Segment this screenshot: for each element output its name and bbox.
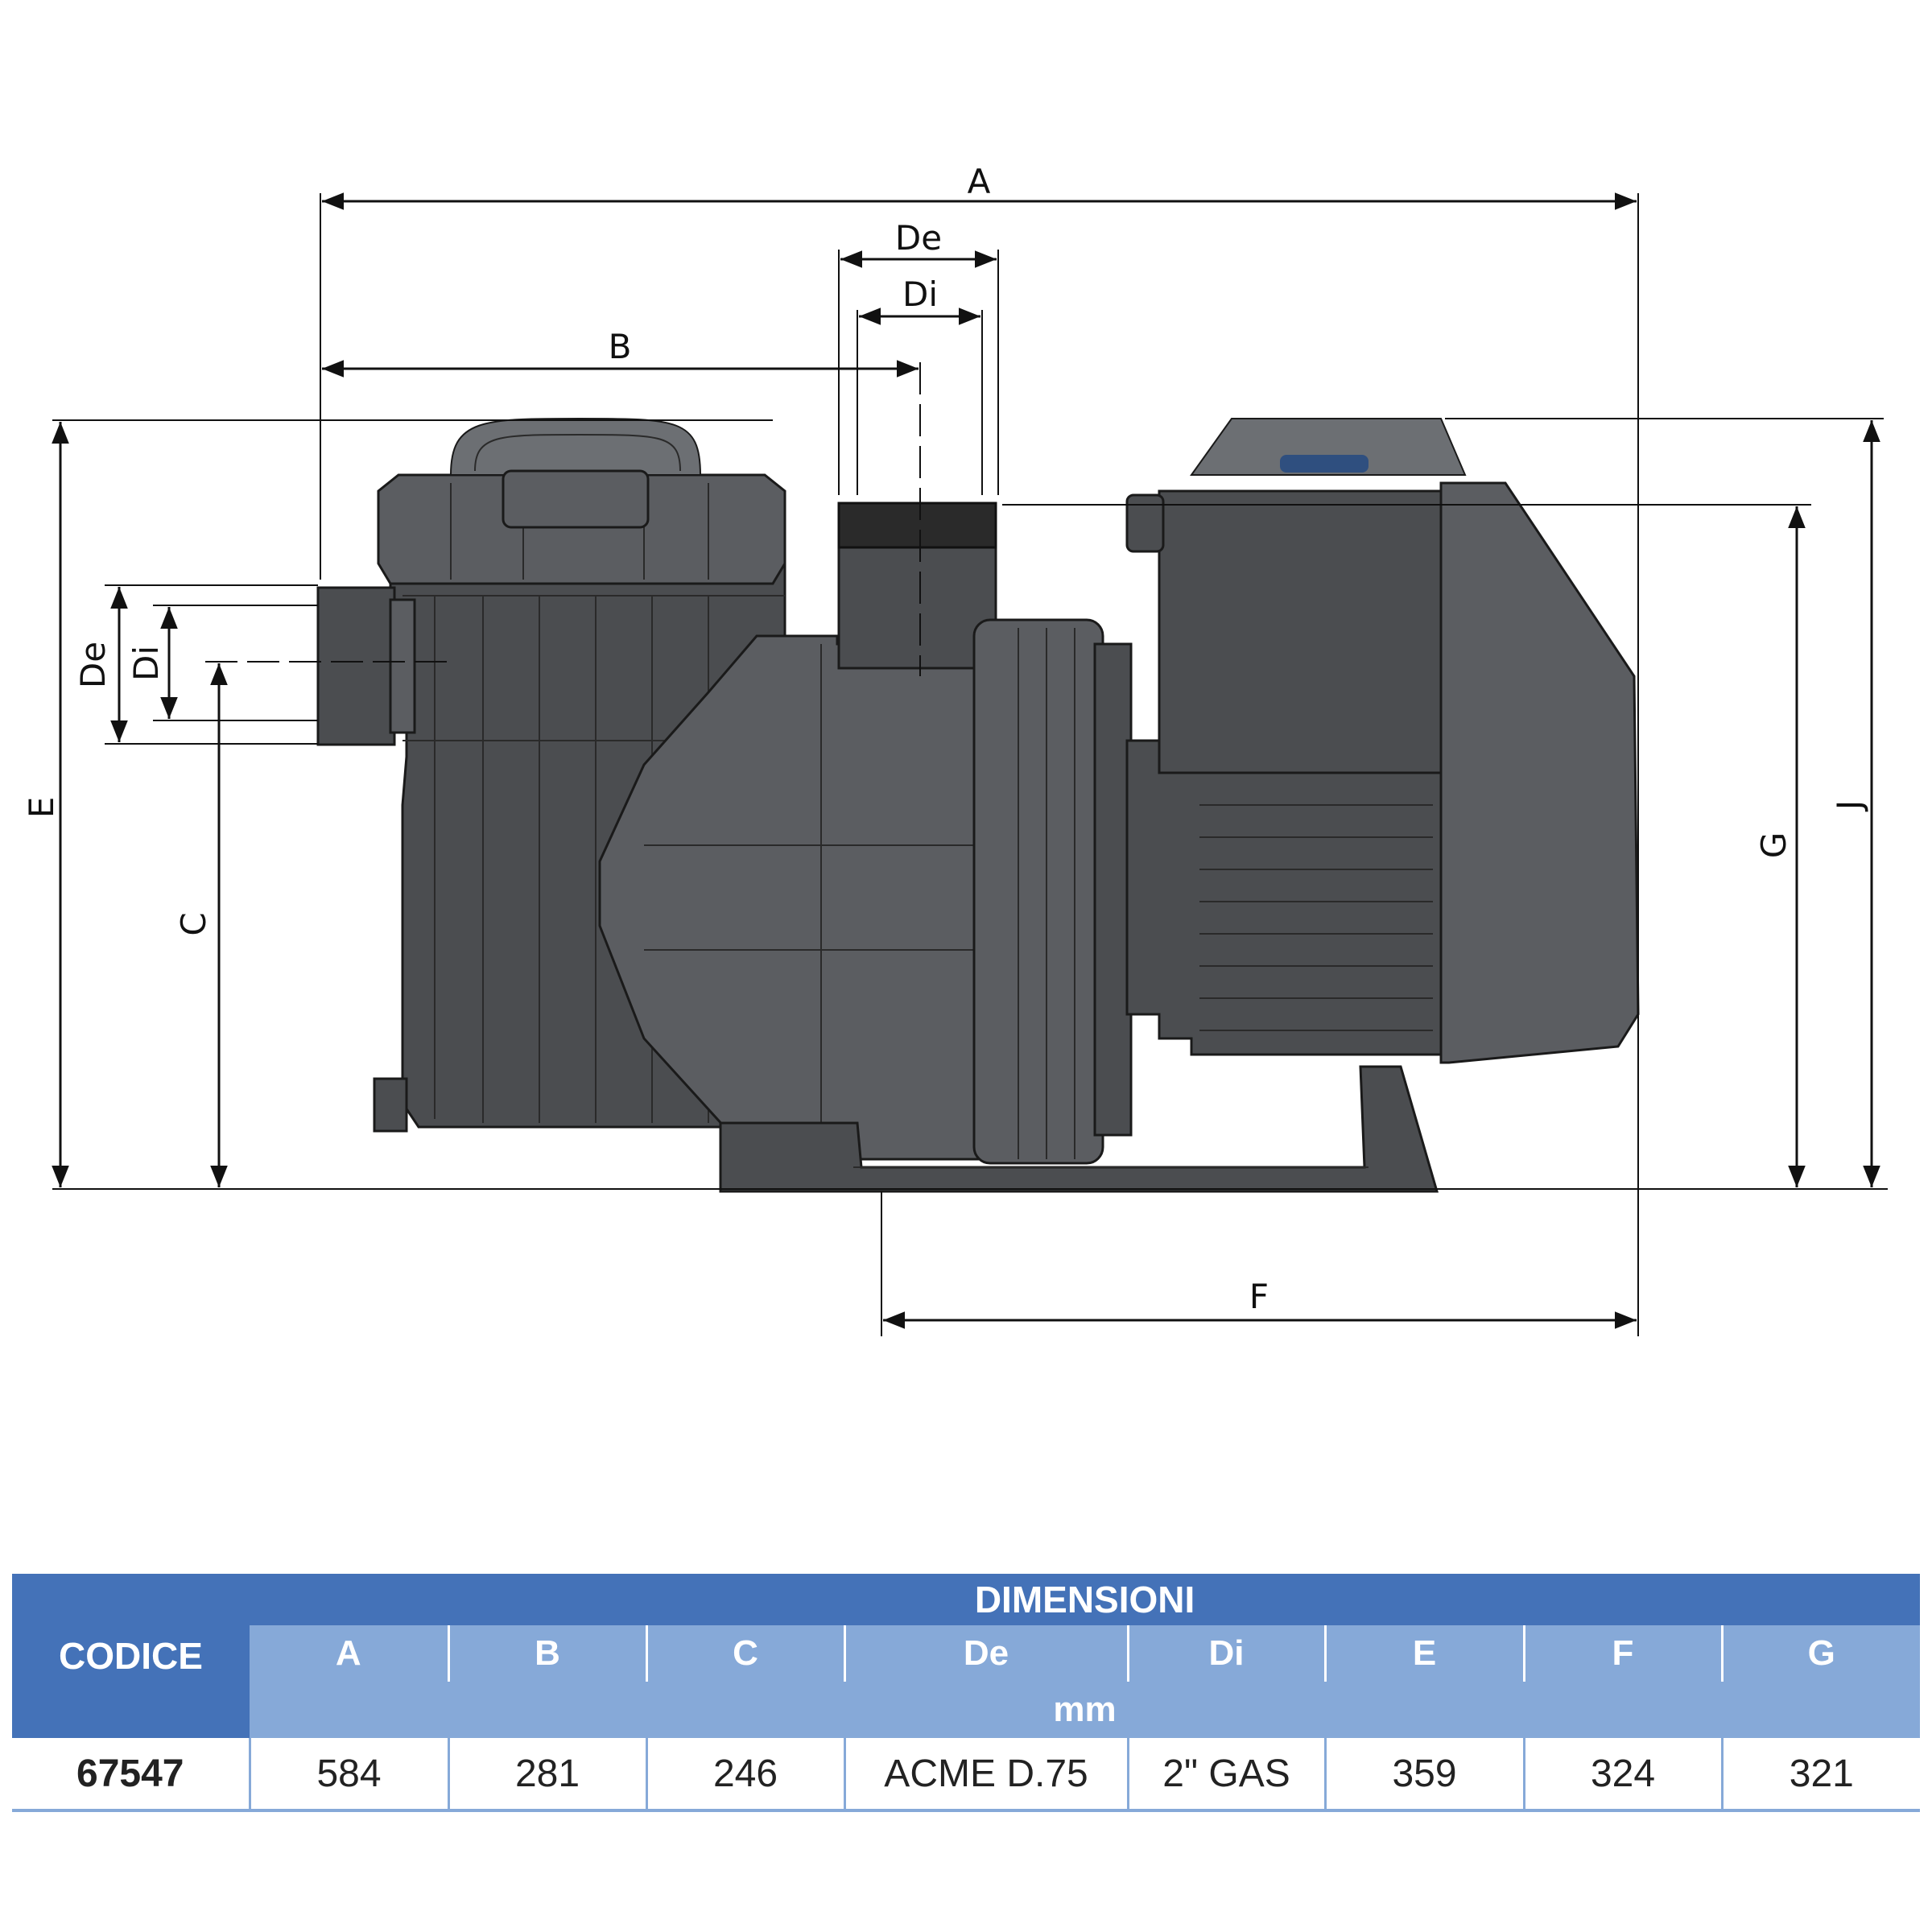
value-a: 584 bbox=[250, 1738, 450, 1809]
column-header-g: G bbox=[1722, 1625, 1921, 1682]
value-f: 324 bbox=[1524, 1738, 1724, 1809]
column-header-c: C bbox=[646, 1625, 846, 1682]
column-header-di: Di bbox=[1128, 1625, 1327, 1682]
label-f: F bbox=[1249, 1277, 1269, 1316]
value-di: 2" GAS bbox=[1128, 1738, 1327, 1809]
table-row: 67547 584 281 246 ACME D.75 2" GAS 359 3… bbox=[12, 1738, 1920, 1809]
label-j: J bbox=[1830, 800, 1869, 812]
column-header-f: F bbox=[1524, 1625, 1724, 1682]
unit-label: mm bbox=[250, 1682, 1921, 1738]
label-di-top: Di bbox=[902, 275, 938, 314]
label-c: C bbox=[174, 912, 213, 935]
value-c: 246 bbox=[646, 1738, 846, 1809]
label-g: G bbox=[1754, 832, 1794, 859]
label-de-side: De bbox=[73, 642, 113, 688]
column-header-de: De bbox=[844, 1625, 1129, 1682]
label-de-top: De bbox=[895, 218, 942, 258]
value-e: 359 bbox=[1325, 1738, 1525, 1809]
column-header-e: E bbox=[1325, 1625, 1525, 1682]
label-a: A bbox=[968, 162, 991, 201]
label-di-side: Di bbox=[126, 646, 166, 681]
dimensions-table: CODICE DIMENSIONI A B C De Di E F G mm 6… bbox=[12, 1574, 1921, 1812]
label-b: B bbox=[609, 327, 632, 366]
dimensions-group-header: DIMENSIONI bbox=[250, 1574, 1921, 1625]
column-header-b: B bbox=[448, 1625, 648, 1682]
column-header-a: A bbox=[250, 1625, 450, 1682]
label-e: E bbox=[22, 797, 61, 819]
value-b: 281 bbox=[448, 1738, 648, 1809]
code-header: CODICE bbox=[12, 1574, 250, 1738]
product-code: 67547 bbox=[12, 1738, 251, 1809]
table-bottom-rule bbox=[12, 1809, 1921, 1812]
pump-dimension-drawing: A De Di B E De Di C G J F bbox=[22, 162, 1888, 1336]
dimension-lines bbox=[52, 192, 1888, 1336]
pump-illustration bbox=[316, 418, 1640, 1193]
value-g: 321 bbox=[1789, 1752, 1854, 1795]
value-de: ACME D.75 bbox=[844, 1738, 1129, 1809]
